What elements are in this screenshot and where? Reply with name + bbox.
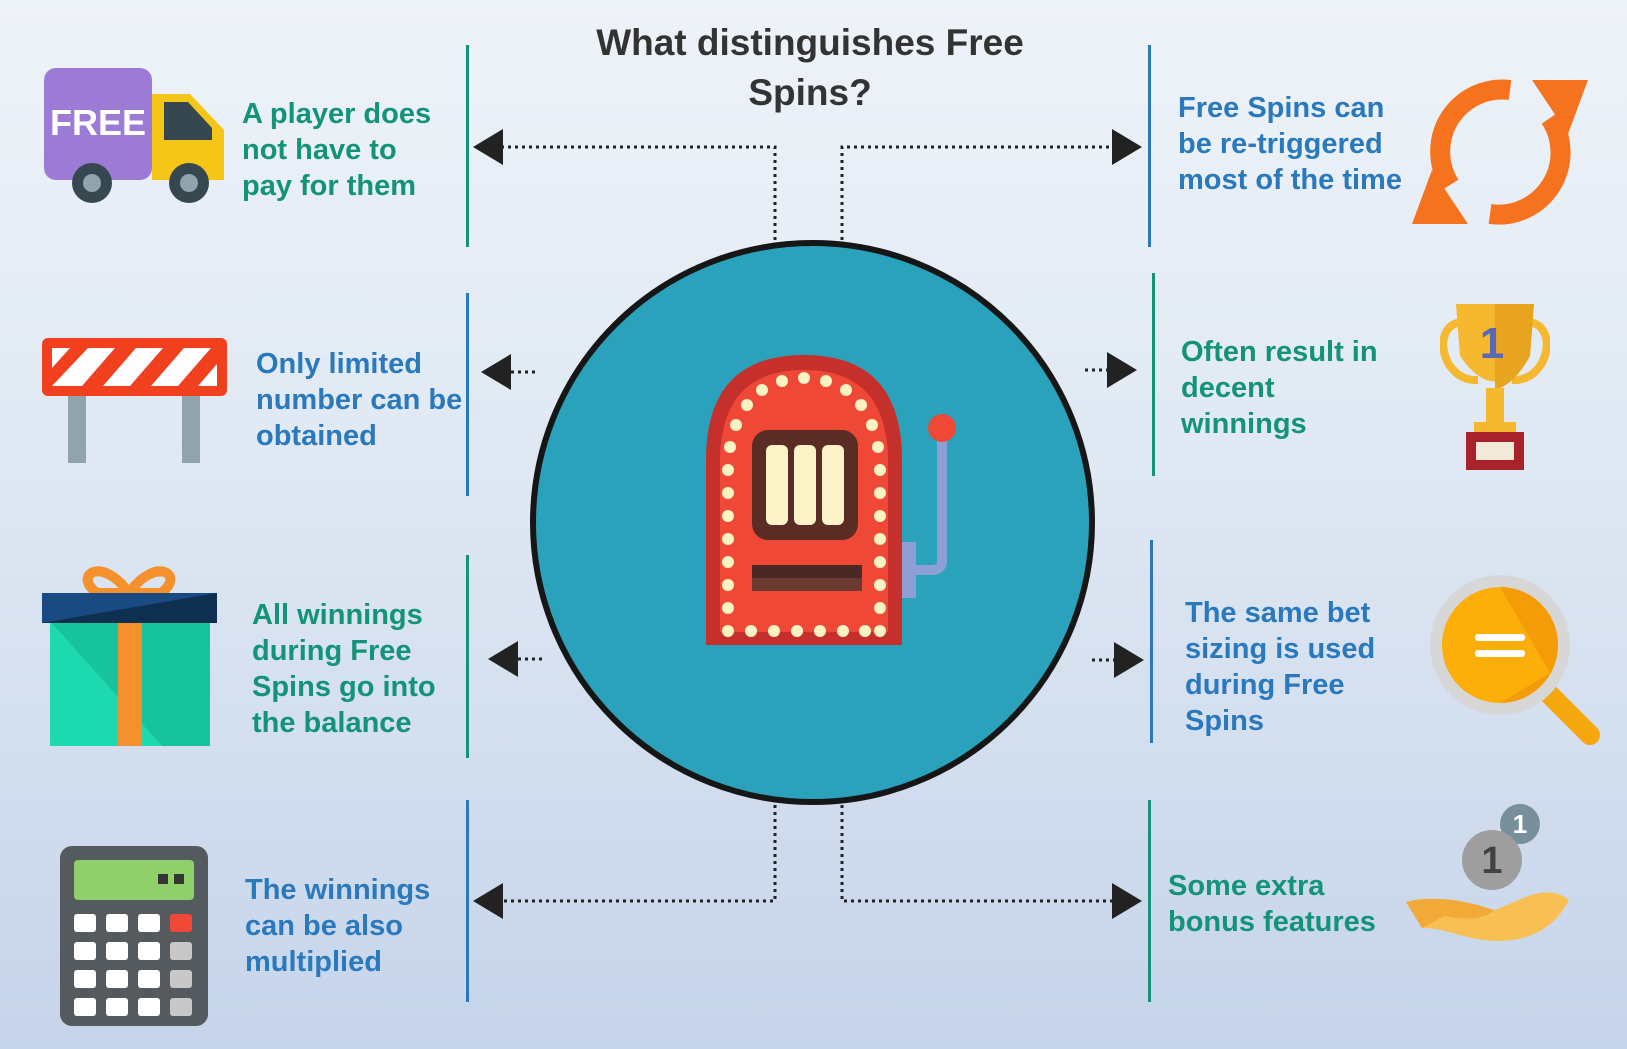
feature-right-4-text: Some extra bonus features — [1168, 870, 1376, 938]
refresh-arrows-icon — [1412, 79, 1588, 225]
roadblock-barrier-icon — [42, 338, 227, 463]
coins-hand-icon: 1 1 — [1406, 804, 1569, 941]
svg-text:1: 1 — [1513, 809, 1527, 839]
divider-left-1 — [466, 45, 469, 247]
feature-right-1-text: Free Spins can be re-triggered most of t… — [1178, 92, 1402, 196]
magnifier-equals-icon — [1430, 575, 1600, 745]
svg-text:1: 1 — [1481, 840, 1502, 882]
feature-left-1-text: A player does not have to pay for them — [242, 98, 432, 202]
feature-right-3-text: The same bet sizing is used during Free … — [1185, 597, 1376, 737]
svg-text:FREE: FREE — [50, 102, 146, 143]
divider-right-3 — [1150, 540, 1153, 743]
divider-left-2 — [466, 293, 469, 496]
calculator-icon — [60, 846, 208, 1026]
free-delivery-truck-icon: FREE — [44, 68, 224, 203]
trophy-icon: 1 — [1440, 304, 1550, 470]
divider-right-1 — [1148, 45, 1151, 247]
divider-left-3 — [466, 555, 469, 758]
feature-left-2-text: Only limited number can be obtained — [256, 348, 463, 452]
svg-text:1: 1 — [1480, 319, 1504, 368]
divider-left-4 — [466, 800, 469, 1002]
gift-box-icon — [42, 566, 217, 746]
slot-machine-icon — [706, 355, 956, 645]
feature-left-4-text: The winnings can be also multiplied — [245, 874, 431, 978]
divider-right-2 — [1152, 273, 1155, 476]
page-title: What distinguishes Free Spins? — [596, 22, 1024, 113]
feature-right-2-text: Often result in decent winnings — [1181, 336, 1378, 440]
feature-left-3-text: All winnings during Free Spins go into t… — [252, 599, 436, 739]
divider-right-4 — [1148, 800, 1151, 1002]
